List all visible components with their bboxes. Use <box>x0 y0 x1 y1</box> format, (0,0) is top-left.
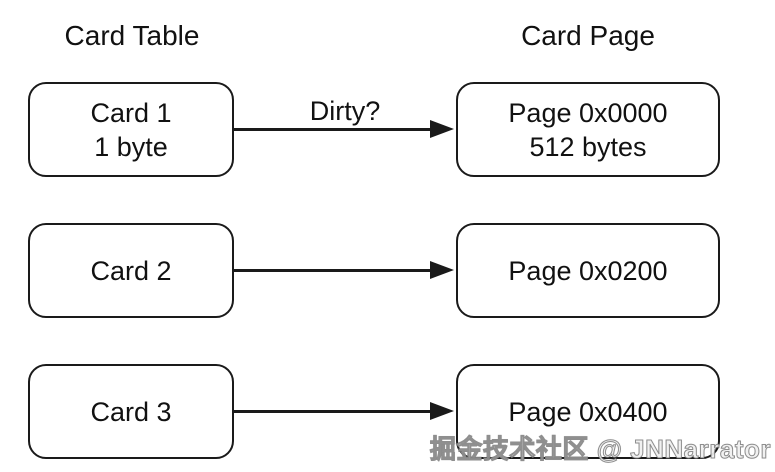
card-1-node: Card 1 1 byte <box>28 82 234 177</box>
arrowhead-icon-row-3 <box>430 402 454 420</box>
arrow-line-row-2 <box>234 269 436 272</box>
arrowhead-icon-row-1 <box>430 120 454 138</box>
page-0x0200-label: Page 0x0200 <box>508 255 668 286</box>
arrowhead-icon-row-2 <box>430 261 454 279</box>
arrow-line-row-3 <box>234 410 436 413</box>
card-2-label: Card 2 <box>90 255 172 286</box>
card-1-label: Card 1 <box>90 97 172 128</box>
watermark-text: 掘金技术社区 @ JNNarrator <box>429 434 771 465</box>
dirty-arrow-label: Dirty? <box>309 96 381 126</box>
arrow-line-row-1 <box>234 128 436 131</box>
page-0x0400-label: Page 0x0400 <box>508 396 668 427</box>
card-2-node: Card 2 <box>28 223 234 318</box>
page-0x0000-size-label: 512 bytes <box>529 131 647 162</box>
card-3-label: Card 3 <box>90 396 172 427</box>
card-3-node: Card 3 <box>28 364 234 459</box>
page-0x0400-node: Page 0x0400 <box>456 364 720 459</box>
column-header-card-page: Card Page <box>521 20 655 51</box>
column-header-card-table: Card Table <box>64 20 200 51</box>
page-0x0000-label: Page 0x0000 <box>508 97 668 128</box>
page-0x0000-node: Page 0x0000 512 bytes <box>456 82 720 177</box>
card-1-size-label: 1 byte <box>94 131 168 162</box>
page-0x0200-node: Page 0x0200 <box>456 223 720 318</box>
